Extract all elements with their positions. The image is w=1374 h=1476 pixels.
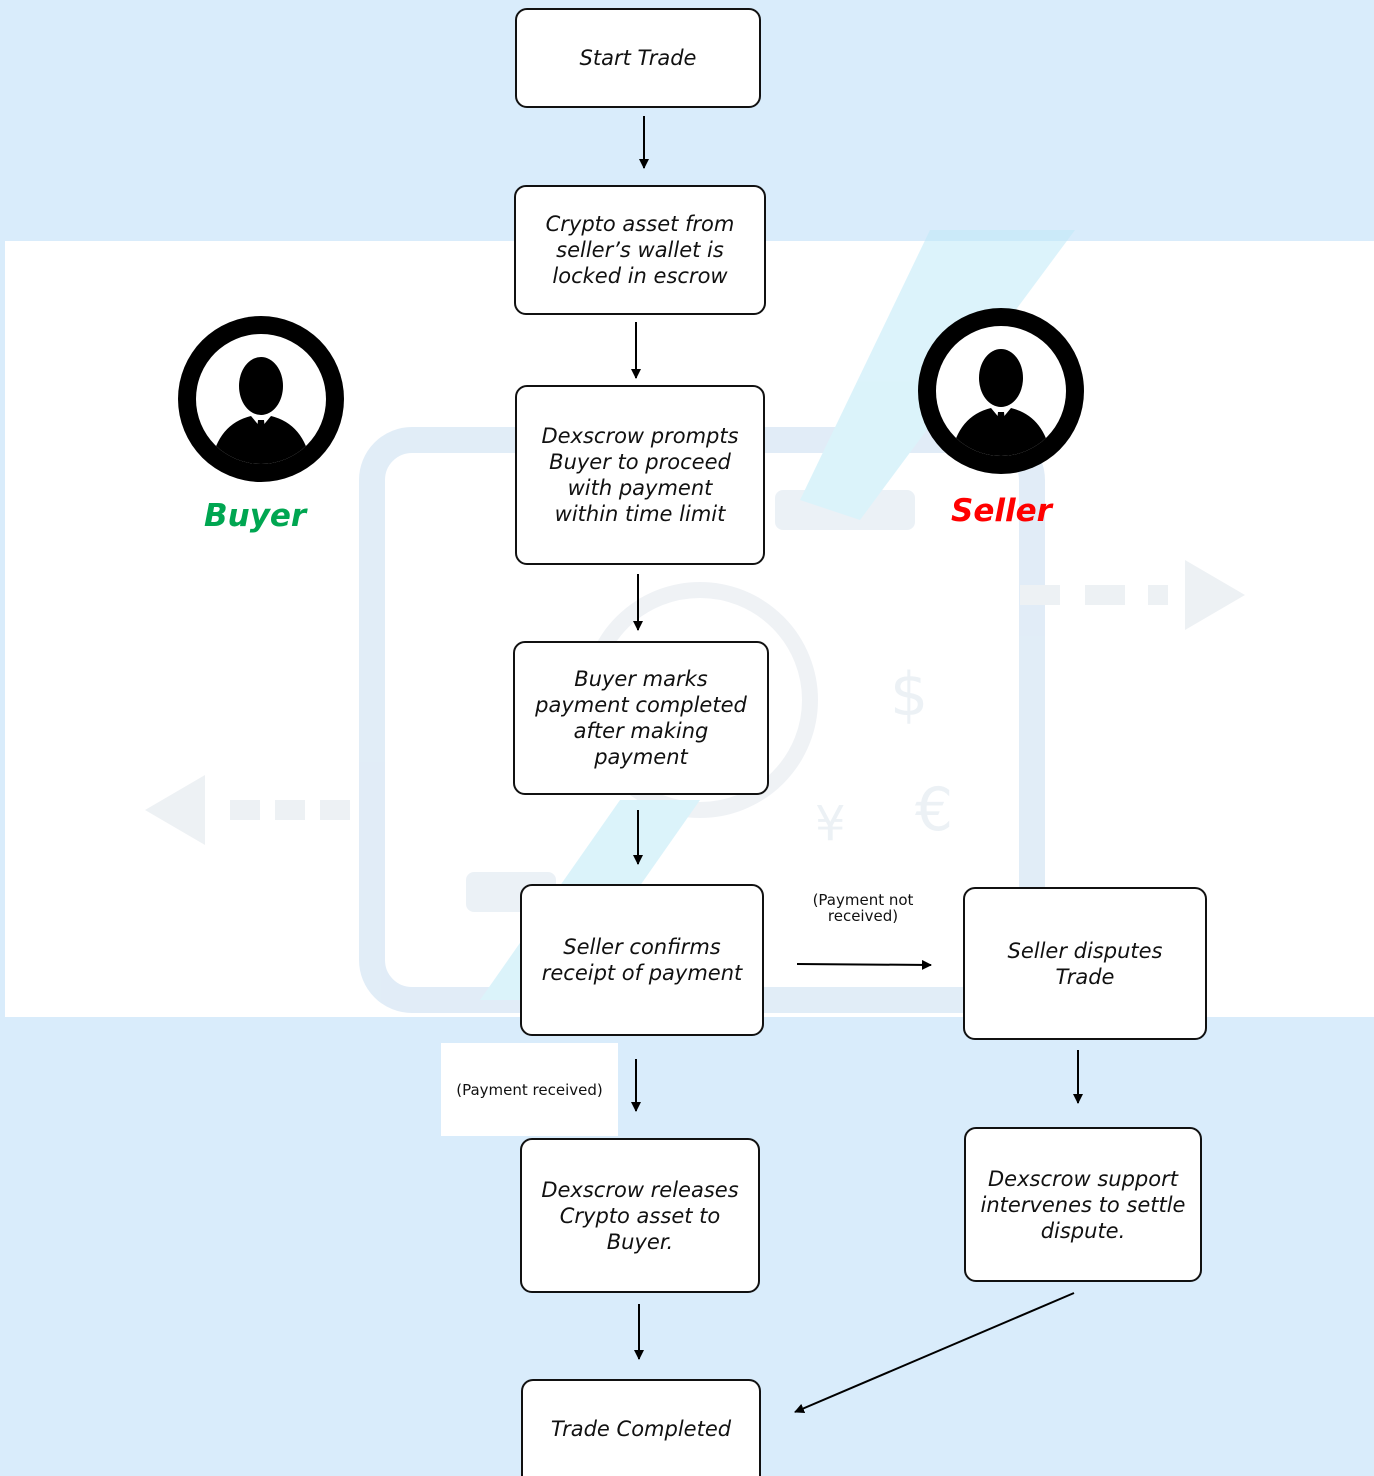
node-release-asset: Dexscrow releases Crypto asset to Buyer. [520, 1138, 760, 1293]
node-buyer-marks-paid: Buyer marks payment completed after maki… [513, 641, 769, 795]
node-seller-disputes: Seller disputes Trade [963, 887, 1207, 1040]
node-lock-escrow: Crypto asset from seller’s wallet is loc… [514, 185, 766, 315]
node-start-trade: Start Trade [515, 8, 761, 108]
arrow-confirm-to-dispute [796, 959, 932, 970]
node-seller-confirms: Seller confirms receipt of payment [520, 884, 764, 1036]
node-support-intervenes: Dexscrow support intervenes to settle di… [964, 1127, 1202, 1282]
node-prompt-buyer: Dexscrow prompts Buyer to proceed with p… [515, 385, 765, 565]
payment-received-label-box [441, 1043, 618, 1136]
seller-label: Seller [951, 493, 1052, 529]
svg-text:¥: ¥ [815, 796, 846, 852]
arrow-support-to-completed [794, 1292, 1075, 1414]
edge-label-payment-not-received: (Payment not received) [812, 891, 914, 925]
node-trade-completed: Trade Completed [521, 1379, 761, 1476]
svg-text:€: € [915, 775, 953, 845]
buyer-avatar-icon [178, 316, 344, 482]
svg-text:$: $ [890, 660, 928, 730]
edge-label-payment-received: (Payment received) [456, 1081, 603, 1099]
seller-avatar-icon [918, 308, 1084, 474]
buyer-label: Buyer [204, 498, 307, 534]
